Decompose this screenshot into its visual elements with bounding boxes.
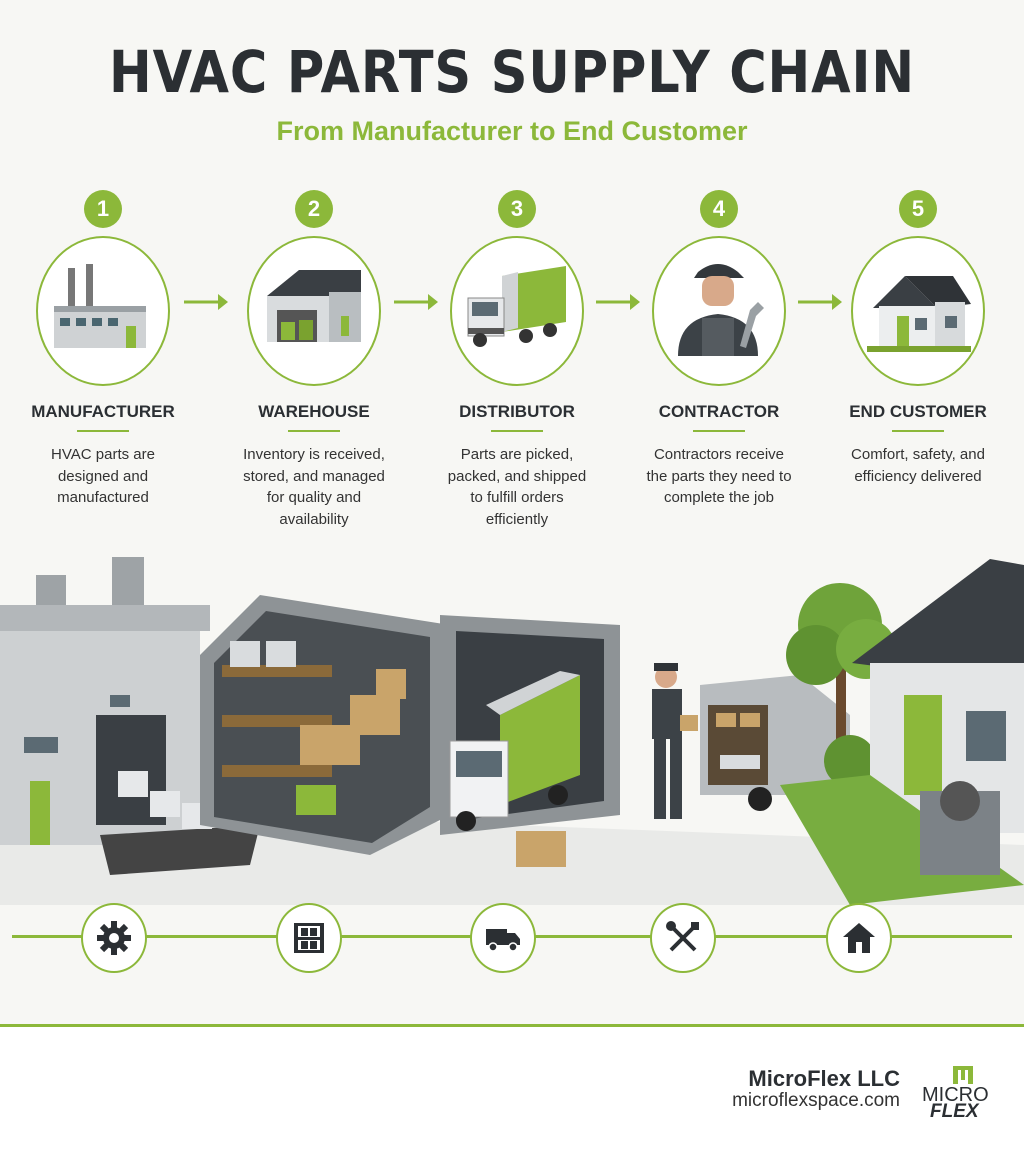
arrow-right-icon — [798, 294, 842, 310]
home-icon — [843, 923, 875, 953]
step-icon-circle — [450, 236, 584, 386]
timeline-node — [650, 903, 716, 973]
microflex-logo: MICRO FLEX — [920, 1064, 1004, 1122]
tools-icon — [666, 921, 699, 952]
technician-figure — [652, 663, 698, 819]
distribution-dock — [440, 615, 620, 867]
page-subtitle: From Manufacturer to End Customer — [276, 116, 748, 146]
arrow-right-icon — [394, 294, 438, 310]
step-title: WAREHOUSE — [258, 402, 370, 421]
divider — [77, 430, 129, 432]
step-description: Comfort, safety, and efficiency delivere… — [851, 446, 985, 485]
step-icon-circle — [36, 236, 170, 386]
step-number: 3 — [498, 190, 536, 228]
step-description: HVAC parts are designed and manufactured — [51, 446, 155, 506]
step-icon-circle — [652, 236, 786, 386]
supply-chain-illustration — [0, 557, 1024, 905]
step-title: MANUFACTURER — [31, 402, 175, 421]
factory-building — [0, 557, 260, 875]
timeline-node — [470, 903, 536, 973]
step-contractor: 4 CONTRACTOR Contractors receive the par… — [624, 190, 814, 509]
divider — [892, 430, 944, 432]
step-number: 1 — [84, 190, 122, 228]
step-number: 2 — [295, 190, 333, 228]
step-end-customer: 5 END CUSTOMER Comfort, safety, and effi… — [823, 190, 1013, 487]
logo-text-micro: MICRO — [922, 1084, 989, 1106]
logo-mark-icon — [953, 1066, 973, 1084]
step-icon-circle — [851, 236, 985, 386]
timeline-node — [826, 903, 892, 973]
divider — [491, 430, 543, 432]
warehouse-icon — [267, 270, 361, 342]
step-title: CONTRACTOR — [658, 402, 780, 421]
contractor-van — [700, 675, 850, 811]
page-title: HVAC PARTS SUPPLY CHAIN — [108, 38, 915, 106]
shelving-icon — [294, 923, 324, 953]
factory-icon — [54, 264, 146, 348]
gear-icon — [97, 921, 131, 955]
arrow-right-icon — [596, 294, 640, 310]
company-url: microflexspace.com — [732, 1090, 900, 1111]
warehouse-building — [200, 595, 450, 855]
footer-divider — [0, 1024, 1024, 1027]
step-description: Parts are picked, packed, and shipped to… — [447, 446, 587, 528]
truck-icon — [486, 929, 520, 952]
company-name: MicroFlex LLC — [748, 1066, 900, 1091]
divider — [693, 430, 745, 432]
tree — [786, 583, 896, 787]
step-title: DISTRIBUTOR — [459, 402, 575, 421]
step-number: 5 — [899, 190, 937, 228]
house-icon — [867, 276, 971, 352]
step-manufacturer: 1 MANUFACTURER HVAC parts are designed a… — [8, 190, 198, 509]
footer — [0, 1027, 1024, 1154]
step-description: Inventory is received, stored, and manag… — [243, 446, 385, 528]
step-title: END CUSTOMER — [849, 402, 987, 421]
truck-icon — [467, 266, 566, 347]
step-number: 4 — [700, 190, 738, 228]
arrow-right-icon — [184, 294, 228, 310]
step-distributor: 3 DISTRIBUTOR Parts are picked, packed, … — [422, 190, 612, 530]
step-description: Contractors receive the parts they need … — [646, 446, 792, 506]
logo-text-flex: FLEX — [930, 1101, 979, 1122]
timeline-node — [81, 903, 147, 973]
timeline-node — [276, 903, 342, 973]
technician-icon — [678, 264, 764, 356]
step-icon-circle — [247, 236, 381, 386]
house — [780, 559, 1024, 905]
divider — [288, 430, 340, 432]
step-warehouse: 2 WAREHOUSE Inventory is received, store… — [219, 190, 409, 530]
